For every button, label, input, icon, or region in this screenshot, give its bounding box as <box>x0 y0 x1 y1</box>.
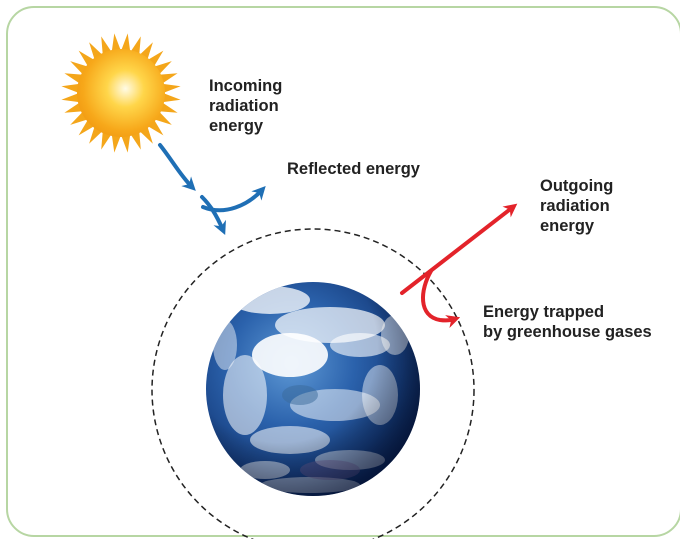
earth-globe <box>206 282 420 496</box>
incoming-radiation-arrow <box>158 143 226 235</box>
incoming-radiation-label: Incoming radiation energy <box>209 77 283 135</box>
reflected-energy-arrow <box>201 186 266 213</box>
trapped-energy-arrow <box>420 269 461 329</box>
outgoing-radiation-arrow <box>400 203 518 295</box>
sun-icon <box>61 33 181 153</box>
outgoing-radiation-label: Outgoing radiation energy <box>540 177 614 235</box>
reflected-energy-label: Reflected energy <box>287 160 420 178</box>
trapped-energy-label: Energy trapped by greenhouse gases <box>483 303 652 341</box>
atmosphere-boundary <box>151 228 475 539</box>
